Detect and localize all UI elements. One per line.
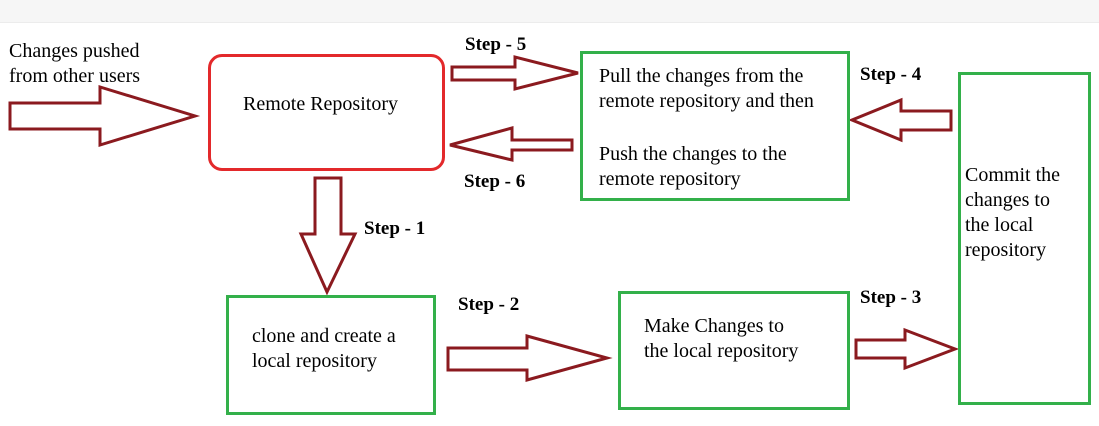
external-changes-label: Changes pushed from other users xyxy=(9,40,141,87)
pull-text: Pull the changes from the remote reposit… xyxy=(599,65,814,112)
step-2-label: Step - 2 xyxy=(458,294,520,315)
pull-push-box xyxy=(580,51,850,201)
arrow-step-4 xyxy=(848,97,953,143)
step-5-label: Step - 5 xyxy=(465,34,527,55)
arrow-step-2 xyxy=(446,334,613,382)
push-text: Push the changes to the remote repositor… xyxy=(599,143,787,190)
commit-text: Commit the changes to the local reposito… xyxy=(965,164,1060,261)
arrow-step-3 xyxy=(854,327,960,371)
clone-box xyxy=(226,295,436,415)
arrow-external-to-remote xyxy=(8,84,201,148)
step-3-label: Step - 3 xyxy=(860,287,922,308)
arrow-step-6 xyxy=(449,126,574,162)
remote-repository-label: Remote Repository xyxy=(243,93,398,115)
top-bar xyxy=(0,0,1099,23)
commit-box xyxy=(958,72,1091,405)
remote-repository-box xyxy=(208,54,445,171)
make-changes-box xyxy=(618,291,850,410)
arrow-step-1 xyxy=(298,176,358,296)
arrow-step-5 xyxy=(450,55,579,91)
clone-text: clone and create a local repository xyxy=(252,325,396,372)
step-4-label: Step - 4 xyxy=(860,64,922,85)
make-changes-text: Make Changes to the local repository xyxy=(644,315,799,362)
step-6-label: Step - 6 xyxy=(464,171,526,192)
step-1-label: Step - 1 xyxy=(364,218,426,239)
